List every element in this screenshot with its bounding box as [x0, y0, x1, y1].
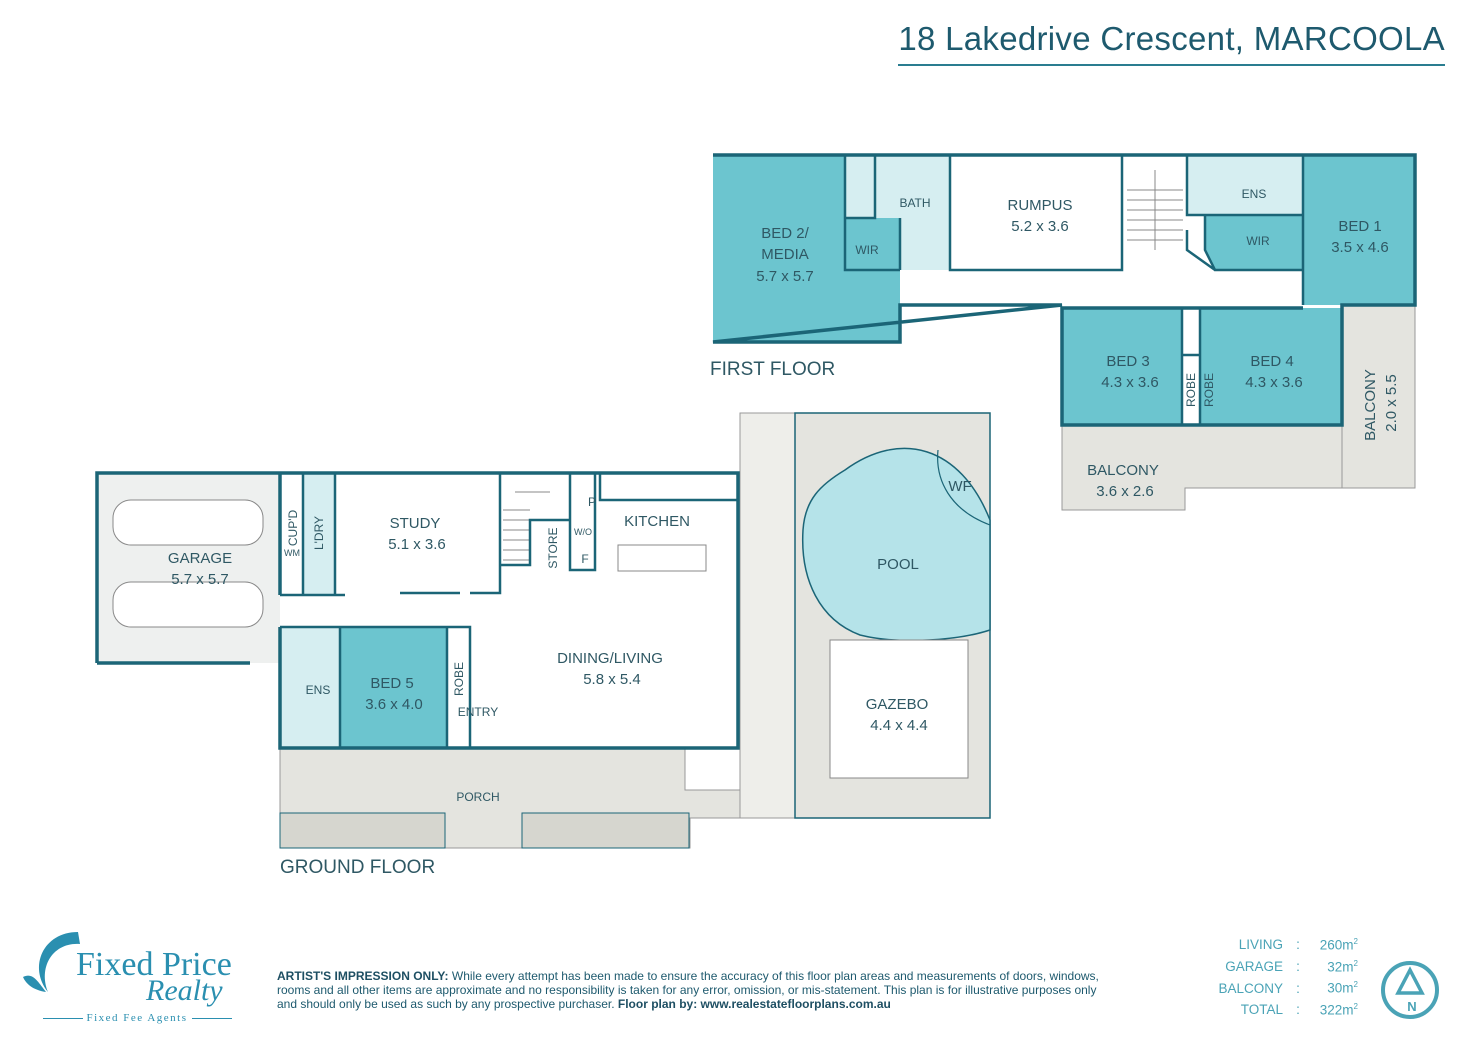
area-value: 30m2	[1327, 980, 1358, 996]
side-path	[739, 412, 796, 819]
area-value: 322m2	[1319, 1002, 1358, 1018]
disclaimer-lead: ARTIST'S IMPRESSION ONLY:	[277, 969, 449, 983]
bed2-label-1: BED 2/	[761, 225, 809, 242]
area-label: LIVING	[1238, 937, 1283, 953]
study-dims: 5.1 x 3.6	[388, 536, 446, 553]
kitchen-label: KITCHEN	[624, 513, 690, 530]
ground-floor-label: GROUND FLOOR	[280, 857, 435, 878]
area-value: 260m2	[1319, 937, 1358, 953]
area-label: TOTAL	[1240, 1002, 1283, 1018]
area-sep: :	[1296, 959, 1300, 975]
pool-shape	[801, 447, 991, 642]
disclaimer-credit: Floor plan by: www.realestatefloorplans.…	[617, 997, 891, 1011]
balcony-side-area	[1341, 304, 1416, 489]
disclaimer: ARTIST'S IMPRESSION ONLY: While every at…	[277, 969, 1117, 1011]
compass-letter: N	[1407, 999, 1416, 1014]
ens-first-area	[1187, 155, 1303, 215]
balcony-front-dims: 3.6 x 2.6	[1096, 483, 1154, 500]
area-row-balcony: BALCONY: 30m2	[1205, 977, 1358, 999]
pool-label: POOL	[877, 556, 919, 573]
logo-line2: Realty	[146, 974, 223, 1007]
gazebo-label: GAZEBO	[866, 696, 929, 713]
area-row-living: LIVING: 260m2	[1205, 934, 1358, 956]
property-address-title: 18 Lakedrive Crescent, MARCOOLA	[898, 20, 1445, 66]
bed3-label: BED 3	[1106, 353, 1149, 370]
bed1-dims: 3.5 x 4.6	[1331, 239, 1389, 256]
study-label: STUDY	[390, 515, 441, 532]
area-row-garage: GARAGE: 32m2	[1205, 956, 1358, 978]
laundry-area	[303, 473, 335, 595]
area-row-total: TOTAL: 322m2	[1205, 999, 1358, 1021]
bed4-dims: 4.3 x 3.6	[1245, 374, 1303, 391]
garage-label: GARAGE	[168, 550, 232, 567]
ens-ground-area	[280, 627, 340, 748]
logo-line1: Fixed Price	[76, 946, 232, 983]
dining-label: DINING/LIVING	[557, 650, 663, 667]
bed1-area	[1303, 155, 1415, 305]
garage-dims: 5.7 x 5.7	[171, 571, 229, 588]
bed2-label-2: MEDIA	[761, 246, 809, 263]
bed4-area	[1200, 308, 1342, 425]
porch-label: PORCH	[456, 790, 499, 804]
dining-dims: 5.8 x 5.4	[583, 671, 641, 688]
gazebo-dims: 4.4 x 4.4	[870, 717, 928, 734]
wir-right-area	[1205, 215, 1303, 270]
entry-label: ENTRY	[458, 705, 498, 719]
bath-label: BATH	[899, 196, 930, 210]
pantry-label: P	[588, 495, 596, 509]
bed3-area	[1062, 308, 1182, 425]
wave-logo-icon	[23, 932, 80, 992]
ldry-label: L'DRY	[312, 516, 326, 550]
gazebo-area	[829, 639, 969, 779]
wf-label: WF	[948, 478, 971, 495]
area-sep: :	[1296, 980, 1300, 996]
north-compass-icon: N	[1381, 961, 1439, 1019]
ground-floor: GARAGE 5.7 x 5.7 CUP'D L'DRY WM STUDY 5.…	[95, 412, 991, 878]
bed1-label: BED 1	[1338, 218, 1381, 235]
area-sep: :	[1296, 937, 1300, 953]
bed5-area	[340, 627, 447, 748]
ens-first-label: ENS	[1242, 187, 1267, 201]
robe-label: ROBE	[452, 662, 466, 696]
bed4-label: BED 4	[1250, 353, 1293, 370]
disclaimer-body: While every attempt has been made to ens…	[277, 969, 1099, 1011]
area-label: GARAGE	[1225, 959, 1283, 975]
robe-area	[1182, 355, 1200, 425]
agency-logo: Fixed Price Realty Fixed Fee Agents	[18, 922, 248, 1027]
area-label: BALCONY	[1218, 980, 1283, 996]
rumpus-area	[950, 155, 1122, 270]
store-label: STORE	[546, 527, 560, 568]
kitchen-island	[617, 544, 707, 572]
wir-left-area	[845, 218, 900, 270]
wir-left-label: WIR	[855, 243, 879, 257]
bed5-dims: 3.6 x 4.0	[365, 696, 423, 713]
ens-ground-label: ENS	[306, 683, 331, 697]
balcony-front-label: BALCONY	[1087, 462, 1159, 479]
bed3-dims: 4.3 x 3.6	[1101, 374, 1159, 391]
cupd-label: CUP'D	[286, 510, 300, 547]
wir-right-label: WIR	[1246, 234, 1270, 248]
robe1-label: ROBE	[1184, 373, 1198, 407]
area-summary: LIVING: 260m2 GARAGE: 32m2 BALCONY: 30m2 TO…	[1205, 934, 1358, 1021]
bed2-dims: 5.7 x 5.7	[756, 268, 814, 285]
logo-tagline: Fixed Fee Agents	[30, 1012, 244, 1024]
first-floor: BED 2/ MEDIA 5.7 x 5.7 BATH WIR RUMPUS 5…	[710, 153, 1417, 511]
area-sep: :	[1296, 1002, 1300, 1018]
balcony-side-dims: 2.0 x 5.5	[1383, 374, 1400, 432]
wm-label: WM	[284, 548, 300, 558]
first-floor-label: FIRST FLOOR	[710, 359, 835, 380]
area-value: 32m2	[1327, 958, 1358, 975]
rumpus-label: RUMPUS	[1007, 197, 1072, 214]
fridge-label: F	[581, 552, 588, 566]
robe2-label: ROBE	[1202, 373, 1216, 407]
rumpus-dims: 5.2 x 3.6	[1011, 218, 1069, 235]
wo-label: W/O	[574, 527, 592, 537]
balcony-side-label: BALCONY	[1362, 369, 1379, 441]
bed5-label: BED 5	[370, 675, 413, 692]
